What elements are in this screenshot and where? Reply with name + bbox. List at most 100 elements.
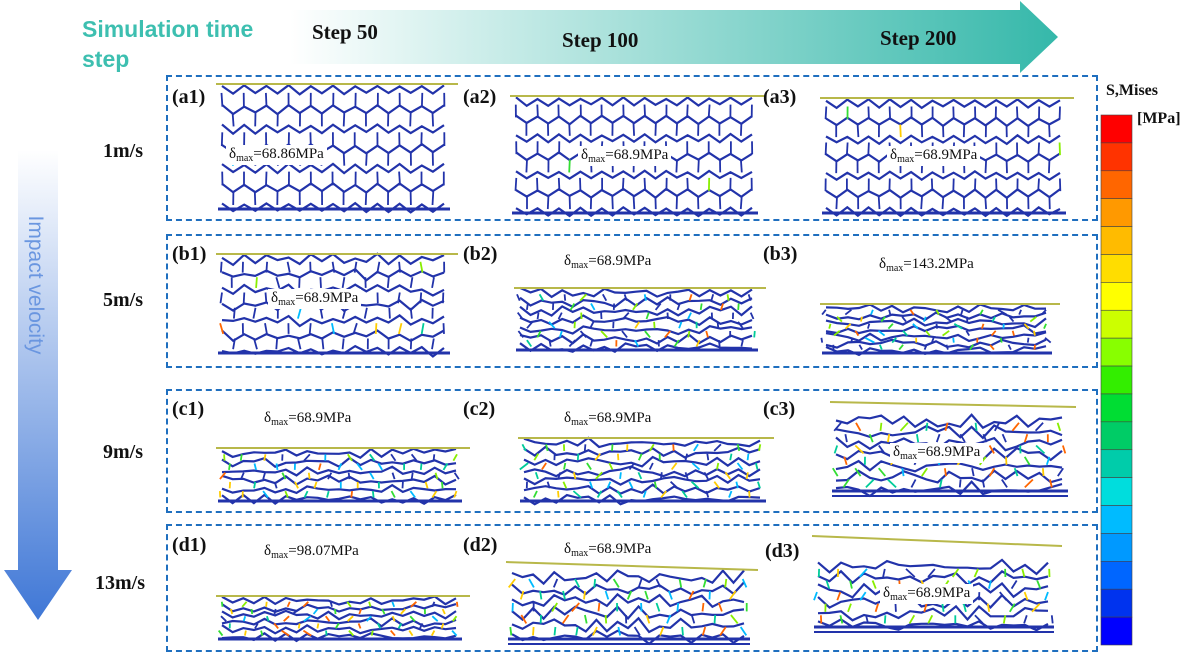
lattice-strut — [1023, 323, 1030, 330]
lattice-strut — [899, 124, 902, 138]
lattice-strut — [1048, 124, 1051, 138]
lattice-strut-row — [835, 469, 1063, 484]
lattice-strut — [1037, 142, 1040, 156]
lattice-strut — [398, 261, 401, 273]
lattice-strut — [865, 615, 869, 624]
lattice-strut-row — [523, 445, 761, 459]
lattice-strut — [877, 196, 881, 210]
lattice-strut — [617, 626, 621, 636]
lattice-strut — [672, 444, 675, 451]
lattice-strut — [908, 614, 916, 624]
lattice-strut — [604, 590, 610, 600]
lattice-strut-row — [825, 331, 1047, 343]
legend-swatch — [1100, 477, 1133, 506]
lattice-strut — [740, 159, 743, 173]
lattice-strut — [1021, 568, 1026, 578]
lattice-strut — [626, 590, 633, 600]
lattice-strut — [533, 453, 539, 461]
lattice-strut — [388, 307, 391, 319]
lattice-strut — [536, 177, 539, 191]
lattice-strut — [331, 261, 336, 273]
lattice-strut-row — [515, 169, 753, 181]
lattice-strut-row — [221, 465, 457, 477]
lattice-strut — [643, 294, 647, 301]
lattice-strut-row — [825, 97, 1061, 110]
impactor-plate — [829, 401, 1077, 408]
lattice-strut — [888, 106, 891, 120]
row-panel-9 — [166, 389, 1098, 513]
lattice-strut — [253, 463, 257, 471]
legend-unit: [MPa] — [1137, 110, 1181, 127]
stress-annotation-b1: δmax=68.9MPa — [268, 289, 362, 309]
lattice-strut — [265, 601, 268, 607]
lattice-strut — [879, 344, 883, 350]
lattice-strut — [858, 568, 868, 578]
lattice-strut — [833, 422, 842, 432]
lattice-strut — [408, 630, 414, 637]
lattice-strut — [302, 629, 312, 637]
lattice-strut — [867, 323, 871, 329]
lattice-strut — [579, 293, 588, 302]
lattice-strut — [440, 623, 445, 629]
lattice-strut — [431, 490, 438, 498]
lattice-strut — [420, 323, 425, 335]
lattice-strut — [346, 615, 354, 622]
lattice-strut — [239, 454, 243, 461]
lattice-strut — [574, 578, 581, 588]
legend-swatch — [1100, 309, 1133, 339]
lattice-strut — [878, 444, 886, 454]
lattice-strut — [431, 338, 435, 350]
lattice-strut — [713, 614, 717, 624]
lattice-strut-row — [817, 558, 1049, 576]
panel-label-d1: (d1) — [172, 534, 207, 556]
lattice-strut — [262, 490, 269, 499]
lattice-strut — [352, 322, 358, 335]
legend-swatch — [1100, 142, 1133, 172]
lattice-strut — [283, 615, 290, 622]
lattice-strut — [697, 159, 700, 173]
lattice-strut — [231, 112, 235, 127]
lattice-strut — [741, 578, 748, 588]
lattice-strut-row — [835, 424, 1063, 440]
lattice-strut — [604, 614, 608, 624]
lattice-strut — [1002, 615, 1007, 624]
lattice-strut — [594, 453, 601, 461]
lattice-strut-row — [221, 595, 457, 606]
lattice-strut — [944, 468, 947, 477]
lattice-strut — [526, 339, 533, 348]
lattice-strut — [899, 422, 909, 432]
legend-swatch — [1100, 393, 1133, 423]
stress-value: =68.9MPa — [588, 541, 652, 557]
lattice-strut-row — [523, 473, 761, 486]
row-panel-1 — [166, 75, 1098, 221]
lattice-strut — [273, 481, 278, 489]
lattice-strut — [833, 330, 841, 337]
lattice-strut — [691, 462, 701, 471]
lattice-strut — [1062, 445, 1067, 454]
stress-symbol: δ — [229, 146, 237, 162]
lattice-strut — [1024, 478, 1034, 489]
lattice-strut — [432, 454, 436, 461]
lattice-strut — [699, 303, 703, 311]
lattice-strut — [701, 626, 707, 636]
panel-label-a3: (a3) — [763, 86, 797, 108]
legend-swatch — [1100, 365, 1133, 395]
lattice-strut — [1008, 316, 1015, 323]
lattice-strut — [346, 601, 352, 608]
stress-subscript: max — [900, 451, 918, 462]
lattice-strut — [842, 478, 850, 488]
lattice-strut — [265, 261, 268, 273]
lattice-strut — [244, 630, 247, 636]
lattice-strut-row — [817, 569, 1049, 587]
lattice-strut — [729, 453, 733, 461]
lattice-strut — [593, 578, 596, 588]
legend-swatch — [1100, 449, 1133, 478]
lattice-strut — [452, 615, 458, 622]
lattice-strut — [548, 339, 552, 347]
lattice-strut — [644, 590, 649, 600]
lattice-strut — [729, 590, 737, 600]
lattice-strut — [377, 463, 383, 471]
lattice-strut — [879, 422, 883, 431]
lattice-strut — [921, 467, 928, 477]
lattice-strut — [220, 132, 224, 147]
